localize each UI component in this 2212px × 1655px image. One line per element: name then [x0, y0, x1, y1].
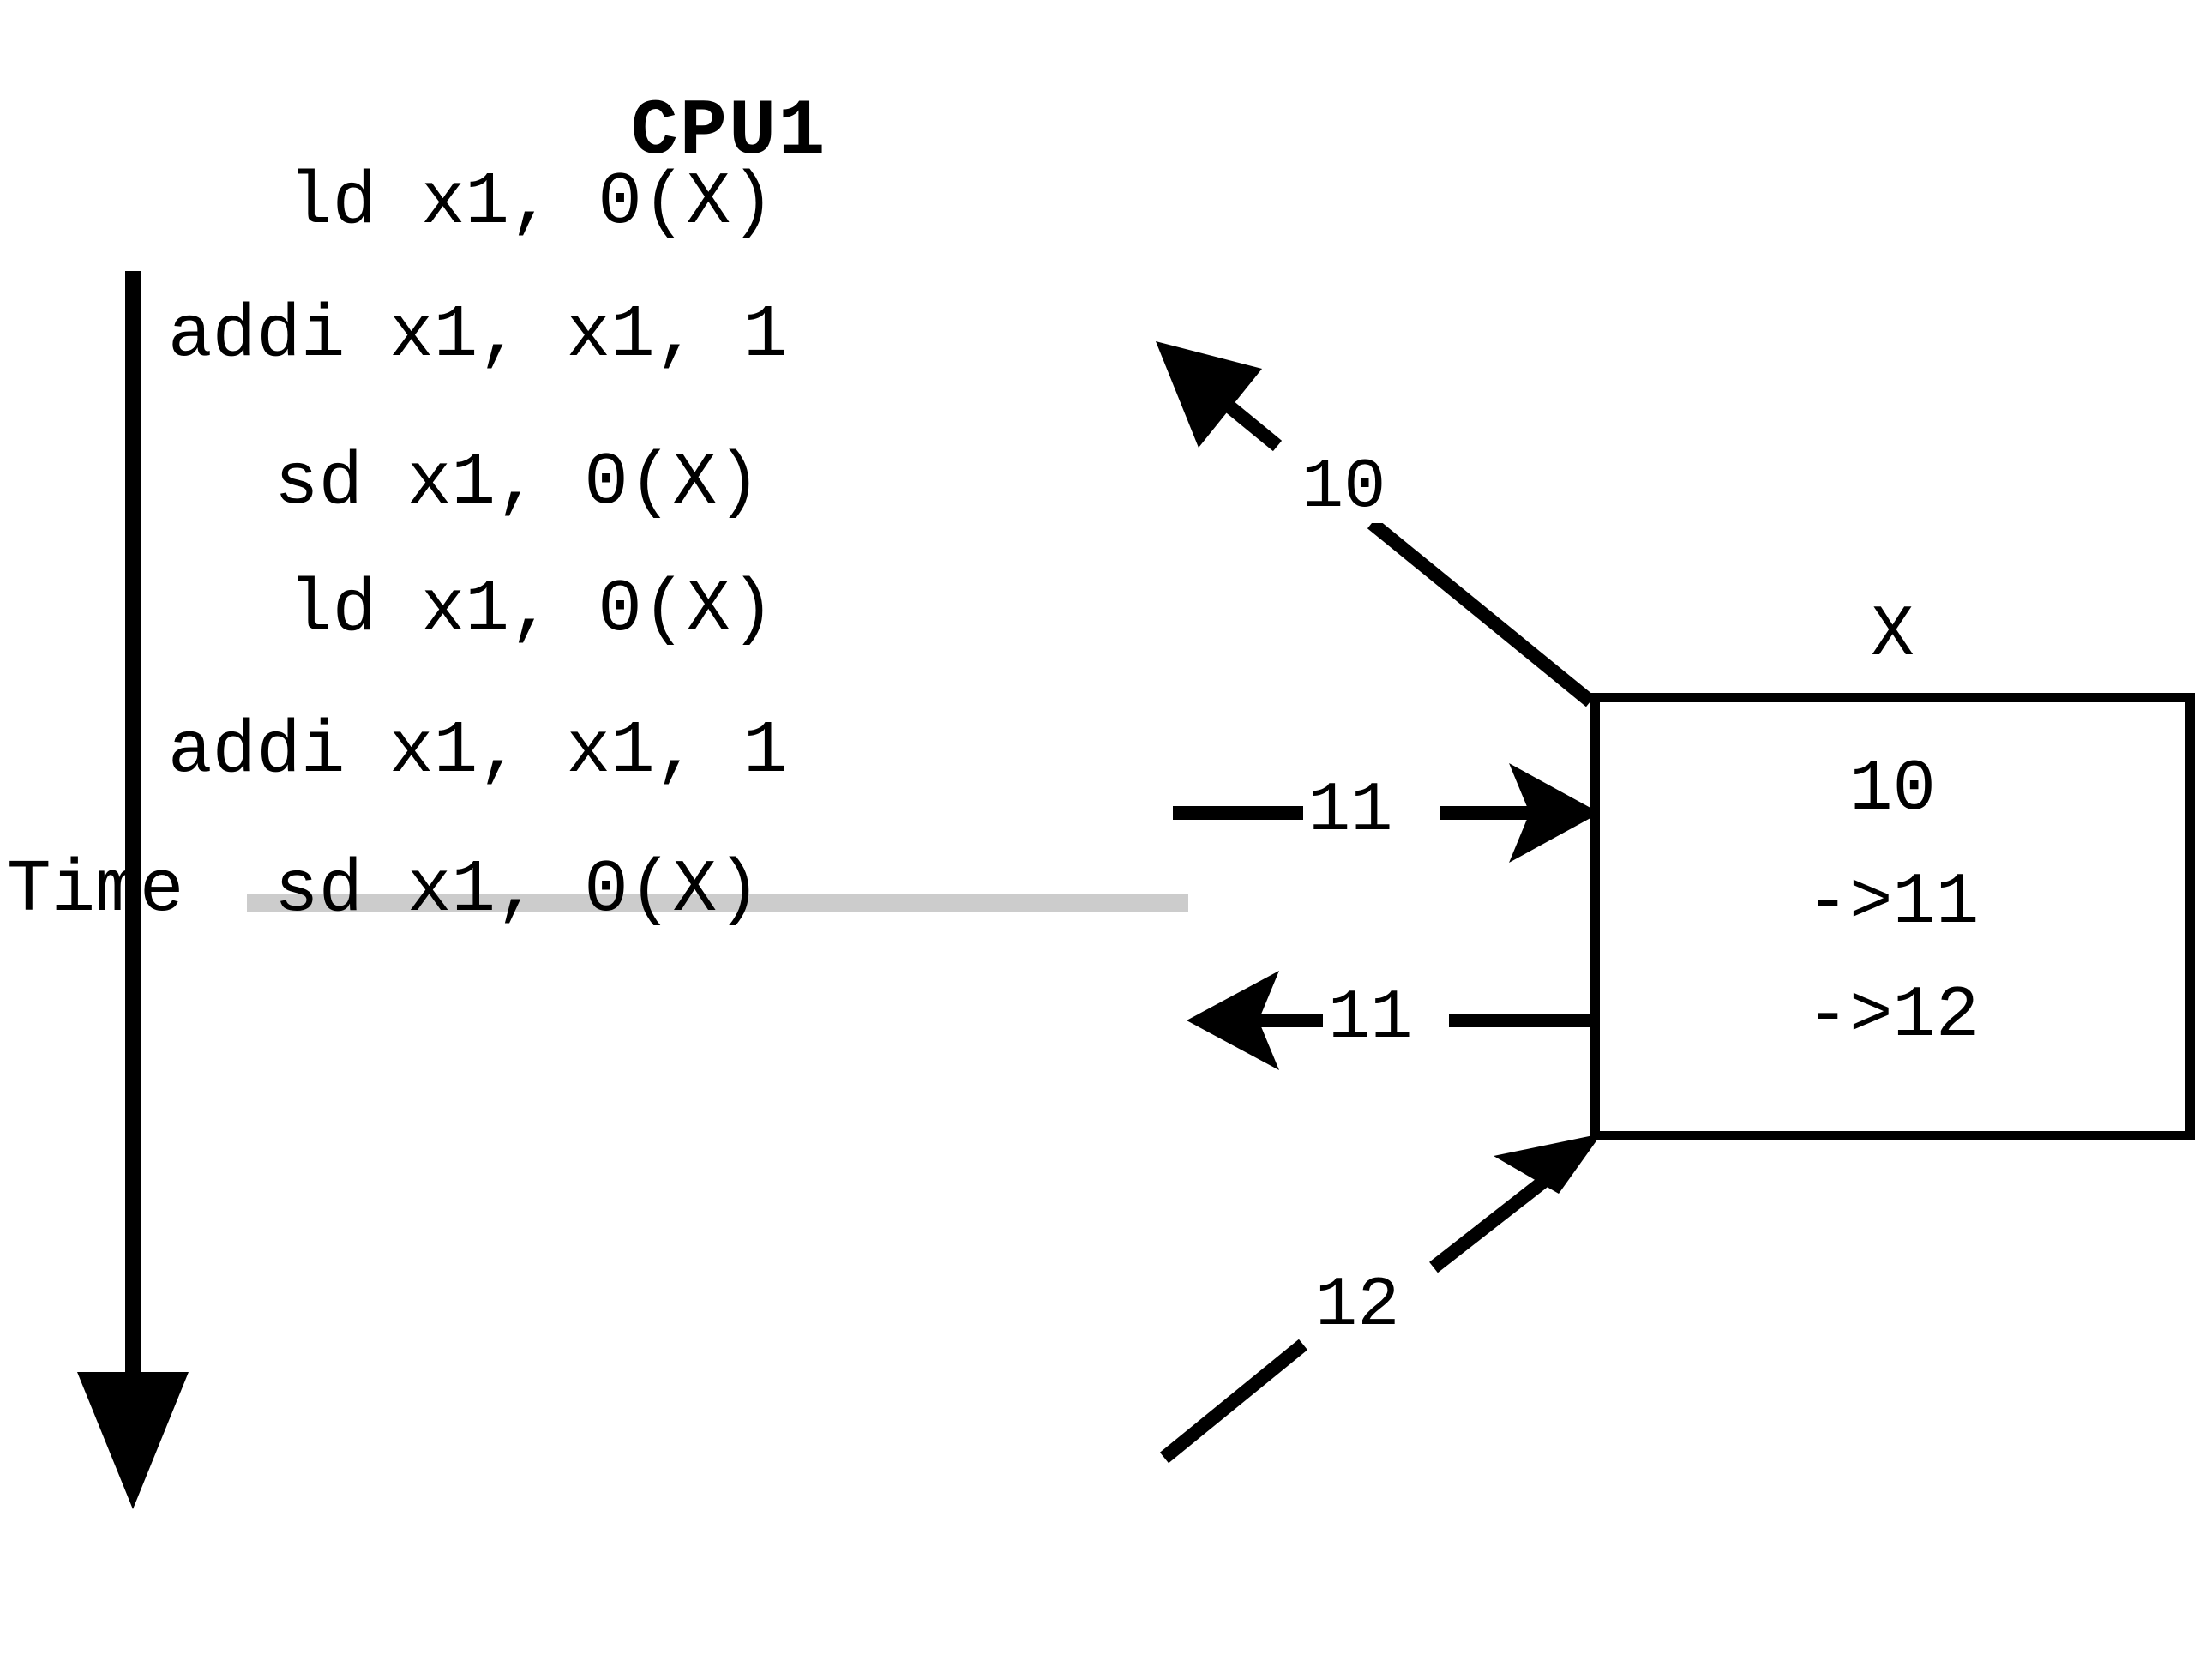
- instruction-line-3: sd x1, 0(X): [274, 441, 761, 525]
- instruction-line-6: sd x1, 0(X): [274, 848, 761, 932]
- memory-value-update-2: ->12: [1806, 976, 1980, 1057]
- instruction-line-2: addi x1, x1, 1: [168, 293, 788, 377]
- time-axis-label: Time: [7, 848, 184, 932]
- memory-value-update-1: ->11: [1806, 863, 1980, 944]
- transfer-label-store-11: 11: [1303, 776, 1398, 846]
- instruction-line-5: addi x1, x1, 1: [168, 709, 788, 793]
- transfer-label-load-11: 11: [1323, 984, 1418, 1054]
- instruction-line-4: ld x1, 0(X): [288, 568, 775, 652]
- transfer-label-load-10: 10: [1296, 453, 1392, 523]
- memory-value-initial: 10: [1849, 749, 1936, 831]
- memory-cell-label: X: [1871, 595, 1914, 677]
- memory-cell-box: [1590, 693, 2195, 1140]
- instruction-line-1: ld x1, 0(X): [288, 160, 775, 244]
- transfer-label-store-12: 12: [1310, 1271, 1405, 1341]
- page-title: CPU1: [630, 87, 827, 177]
